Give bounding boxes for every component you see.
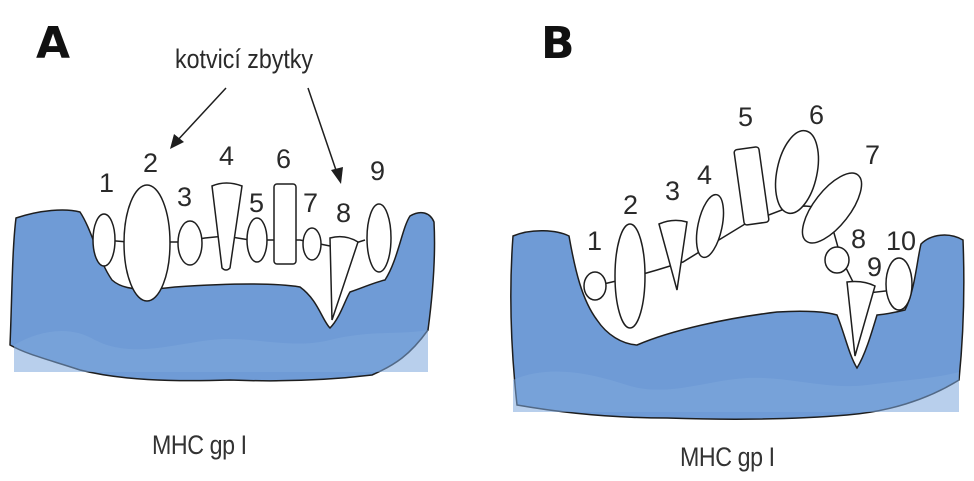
- residue-2-a: [124, 185, 170, 301]
- residue-4-b: [692, 192, 729, 260]
- arrowhead-to-residue-8: [331, 167, 343, 184]
- residue-label-7-b: 7: [865, 140, 880, 170]
- anchor-residues-label: kotvicí zbytky: [175, 44, 313, 74]
- residue-5-a: [247, 218, 267, 262]
- panel-b: B 1 2 3 4 5 6 7 8 9 10 MHC gp I: [487, 0, 974, 481]
- residue-label-1-a: 1: [99, 168, 114, 198]
- residue-label-10-b: 10: [886, 226, 916, 256]
- residue-label-2-a: 2: [143, 148, 158, 178]
- panel-a-caption: MHC gp I: [152, 432, 247, 459]
- arrow-to-residue-8: [308, 88, 338, 176]
- residue-label-6-b: 6: [809, 100, 824, 130]
- residue-8-b: [825, 247, 849, 273]
- residue-3-a: [178, 221, 202, 265]
- residue-label-6-a: 6: [276, 144, 291, 174]
- residue-5-b: [734, 147, 769, 226]
- residue-label-2-b: 2: [623, 190, 638, 220]
- panel-a-diagram: 1 2 3 4 5 6 7 8 9 kotvicí zbytky: [0, 0, 487, 481]
- residue-label-5-b: 5: [738, 102, 753, 132]
- residue-label-7-a: 7: [303, 188, 318, 218]
- panel-b-caption: MHC gp I: [680, 444, 775, 471]
- residue-label-5-a: 5: [249, 188, 264, 218]
- residue-label-8-b: 8: [851, 224, 866, 254]
- residue-label-4-b: 4: [697, 160, 712, 190]
- residue-label-3-a: 3: [177, 182, 192, 212]
- residue-label-3-b: 3: [665, 176, 680, 206]
- residue-1-a: [93, 214, 115, 266]
- arrow-to-residue-2: [176, 88, 226, 142]
- panel-a: A 1 2 3 4 5 6 7 8 9 kotvicí zbytky M: [0, 0, 487, 481]
- residue-7-a: [303, 228, 321, 260]
- residue-label-9-b: 9: [867, 252, 882, 282]
- panel-b-diagram: 1 2 3 4 5 6 7 8 9 10: [487, 0, 974, 481]
- residue-label-8-a: 8: [336, 198, 351, 228]
- residue-1-b: [584, 272, 606, 300]
- residue-2-b: [615, 224, 645, 328]
- residue-6-a: [274, 184, 296, 264]
- residue-label-4-a: 4: [219, 141, 234, 171]
- residue-4-a: [212, 183, 242, 270]
- residue-label-9-a: 9: [370, 156, 385, 186]
- residue-10-b: [886, 258, 912, 310]
- residue-3-b: [659, 220, 687, 290]
- residue-9-a: [367, 204, 391, 272]
- residue-label-1-b: 1: [587, 226, 602, 256]
